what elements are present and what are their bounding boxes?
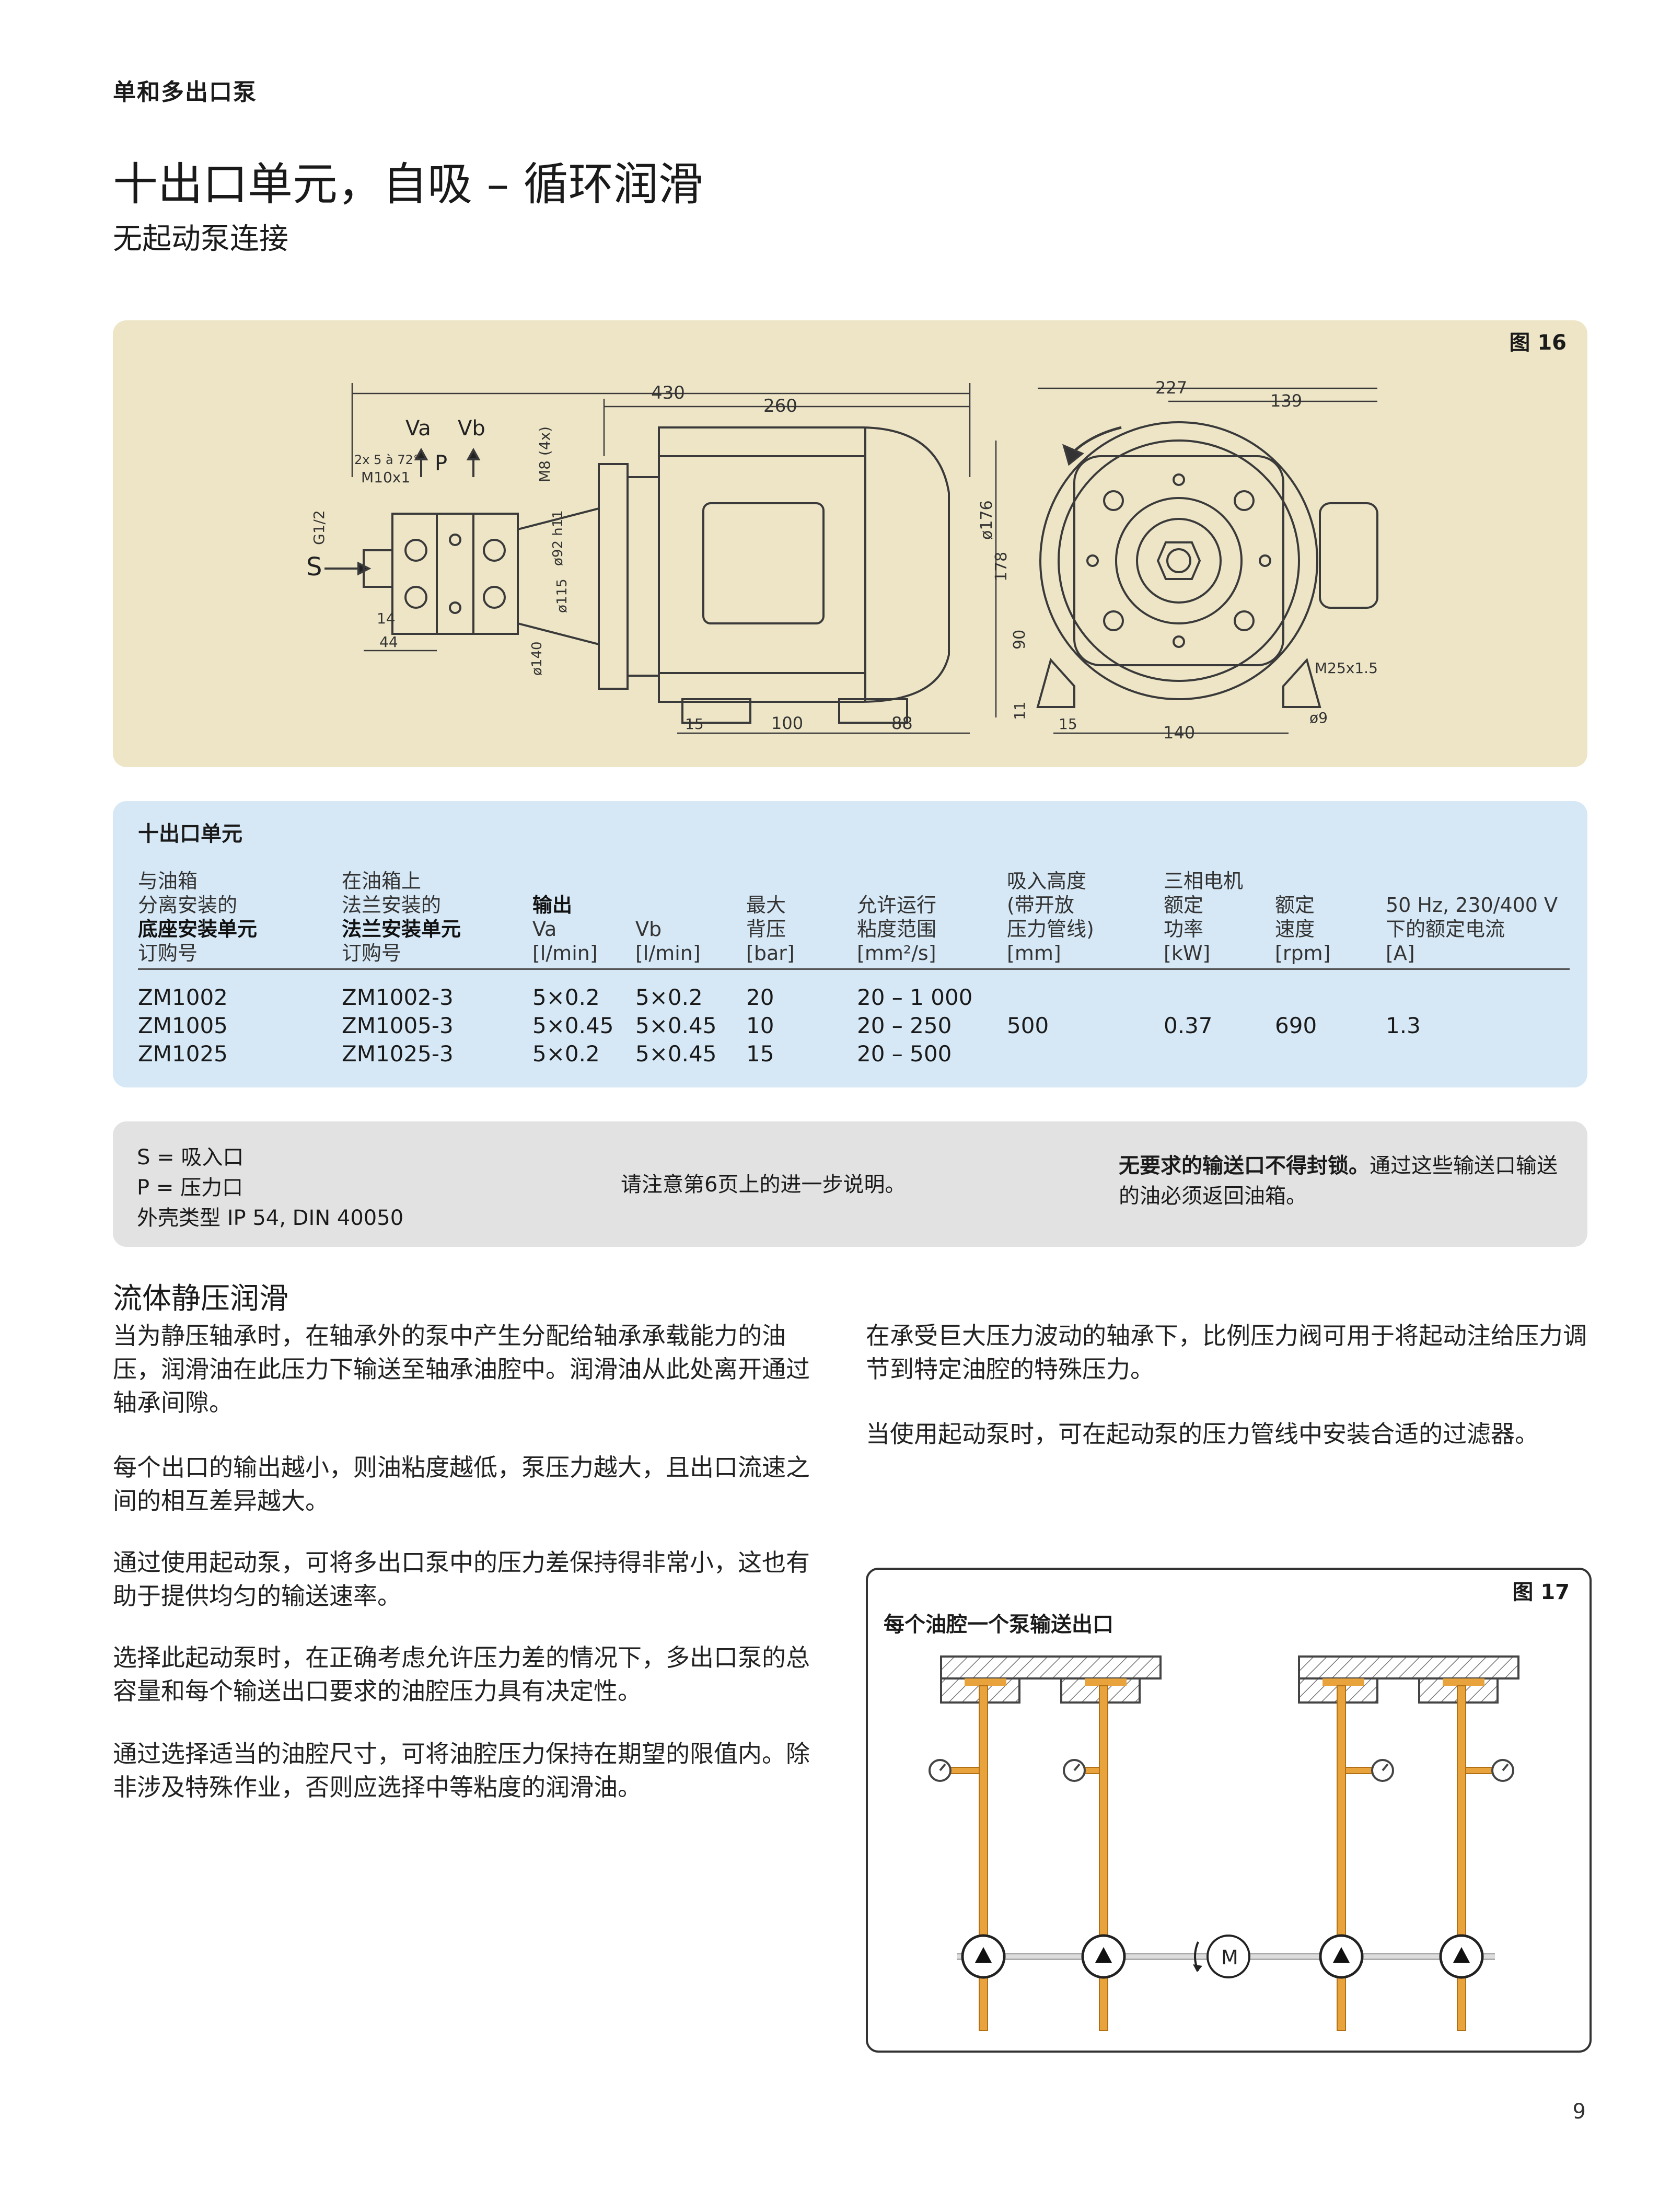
oil-pocket-schematic: M — [929, 1655, 1519, 2031]
d11-label: 11 — [1011, 701, 1028, 720]
speed-value: 690 — [1275, 1013, 1317, 1038]
p-label: P — [435, 451, 447, 476]
body-paragraph: 通过选择适当的油腔尺寸，可将油腔压力保持在期望的限值内。除非涉及特殊作业，否则应… — [113, 1740, 810, 1801]
figure-17-label: 图 17 — [1512, 1580, 1570, 1604]
pump-technical-drawing: 430 260 Va Vb P 2x 5 à 72° M10x1 G1/2 M8… — [306, 378, 1378, 743]
suction-height-value: 500 — [1007, 1013, 1049, 1038]
section-heading: 流体静压润滑 — [113, 1282, 288, 1316]
d115-label: ø115 — [554, 578, 570, 613]
col-header-speed: 额定速度[rpm] — [1275, 869, 1386, 970]
col-header-backpressure: 最大背压[bar] — [746, 869, 857, 970]
body-paragraph: 当使用起动泵时，可在起动泵的压力管线中安装合适的过滤器。 — [866, 1420, 1539, 1448]
page-title: 十出口单元，自吸 – 循环润滑 — [113, 158, 703, 211]
col-header-suction-height: 吸入高度(带开放压力管线)[mm] — [1007, 869, 1164, 970]
dim-15a: 15 — [685, 715, 704, 733]
legend-pressure: P = 压力口 — [137, 1176, 243, 1200]
motor-label: M — [1221, 1946, 1238, 1969]
dim-260: 260 — [763, 396, 797, 416]
body-paragraph: 通过使用起动泵，可将多出口泵中的压力差保持得非常小，这也有助于提供均匀的输送速率… — [113, 1548, 810, 1610]
legend: S = 吸入口 P = 压力口 外壳类型 IP 54, DIN 40050 — [137, 1142, 403, 1233]
s-label: S — [306, 552, 322, 582]
figure-17-title: 每个油腔一个泵输送出口 — [884, 1613, 1113, 1637]
g12-label: G1/2 — [310, 510, 328, 545]
section-label: 单和多出口泵 — [113, 79, 257, 106]
dim-15b: 15 — [1059, 715, 1077, 733]
m10-label: M10x1 — [361, 469, 410, 486]
dim-430: 430 — [651, 383, 685, 403]
dim-14: 14 — [377, 610, 396, 627]
warning-note: 无要求的输送口不得封锁。通过这些输送口输送的油必须返回油箱。 — [1119, 1154, 1558, 1208]
dim-88: 88 — [891, 713, 913, 733]
dim-140b: 140 — [1163, 723, 1195, 743]
order-table: 与油箱分离安装的 底座安装单元订购号 在油箱上法兰安装的 法兰安装单元订购号 输… — [138, 869, 1570, 1068]
d9-label: ø9 — [1309, 709, 1328, 726]
legend-ip-rating: 外壳类型 IP 54, DIN 40050 — [137, 1206, 404, 1230]
table-header-row: 与油箱分离安装的 底座安装单元订购号 在油箱上法兰安装的 法兰安装单元订购号 输… — [138, 869, 1570, 970]
m25-label: M25x1.5 — [1315, 659, 1378, 677]
body-paragraph: 选择此起动泵时，在正确考虑允许压力差的情况下，多出口泵的总容量和每个输送出口要求… — [113, 1643, 810, 1705]
figure-16-label: 图 16 — [1509, 331, 1567, 355]
col-header-viscosity: 允许运行粘度范围[mm²/s] — [857, 869, 1007, 970]
legend-suction: S = 吸入口 — [137, 1145, 244, 1169]
order-table-panel: 十出口单元 与油箱分离安装的 底座安装单元订购号 在油箱上法兰安装的 法兰安装单… — [113, 801, 1587, 1087]
body-paragraph: 在承受巨大压力波动的轴承下，比例压力阀可用于将起动注给压力调节到特定油腔的特殊压… — [866, 1322, 1587, 1383]
table-title: 十出口单元 — [138, 822, 242, 846]
vb-label: Vb — [458, 416, 485, 441]
col-header-motor-power: 三相电机额定功率[kW] — [1164, 869, 1275, 970]
page-number: 9 — [1572, 2100, 1586, 2124]
current-value: 1.3 — [1386, 1013, 1421, 1038]
va-label: Va — [405, 416, 431, 441]
page-subtitle: 无起动泵连接 — [113, 222, 288, 256]
d90-label: 90 — [1011, 630, 1029, 650]
notes-panel: S = 吸入口 P = 压力口 外壳类型 IP 54, DIN 40050 请注… — [113, 1121, 1587, 1247]
col-header-vb: Vb[l/min] — [635, 869, 746, 970]
dim-100: 100 — [771, 713, 803, 733]
dim-227: 227 — [1155, 378, 1187, 398]
figure-16-panel: 图 16 430 260 Va Vb P 2x 5 à 72° M10x1 G1… — [113, 320, 1587, 767]
col-header-base-unit: 与油箱分离安装的 底座安装单元订购号 — [138, 869, 342, 970]
col-header-flange-unit: 在油箱上法兰安装的 法兰安装单元订购号 — [342, 869, 532, 970]
d140-label: ø140 — [529, 641, 545, 676]
d178-label: 178 — [992, 552, 1011, 582]
body-paragraph: 每个出口的输出越小，则油粘度越低，泵压力越大，且出口流速之间的相互差异越大。 — [113, 1453, 810, 1515]
dim-44: 44 — [379, 633, 398, 651]
motor-power-value: 0.37 — [1164, 1013, 1213, 1038]
note-see-page-6: 请注意第6页上的进一步说明。 — [621, 1173, 906, 1197]
body-paragraph: 当为静压轴承时，在轴承外的泵中产生分配给轴承承载能力的油压，润滑油在此压力下输送… — [113, 1322, 810, 1417]
figure-17-panel: 图 17 每个油腔一个泵输送出口 — [866, 1568, 1592, 2053]
m8-label: M8 (4x) — [536, 426, 553, 482]
d176-label: ø176 — [978, 500, 996, 540]
dim-139: 139 — [1270, 391, 1302, 411]
thread-label: 2x 5 à 72° — [354, 453, 420, 467]
d92-label: ø92 h11 — [550, 510, 566, 566]
